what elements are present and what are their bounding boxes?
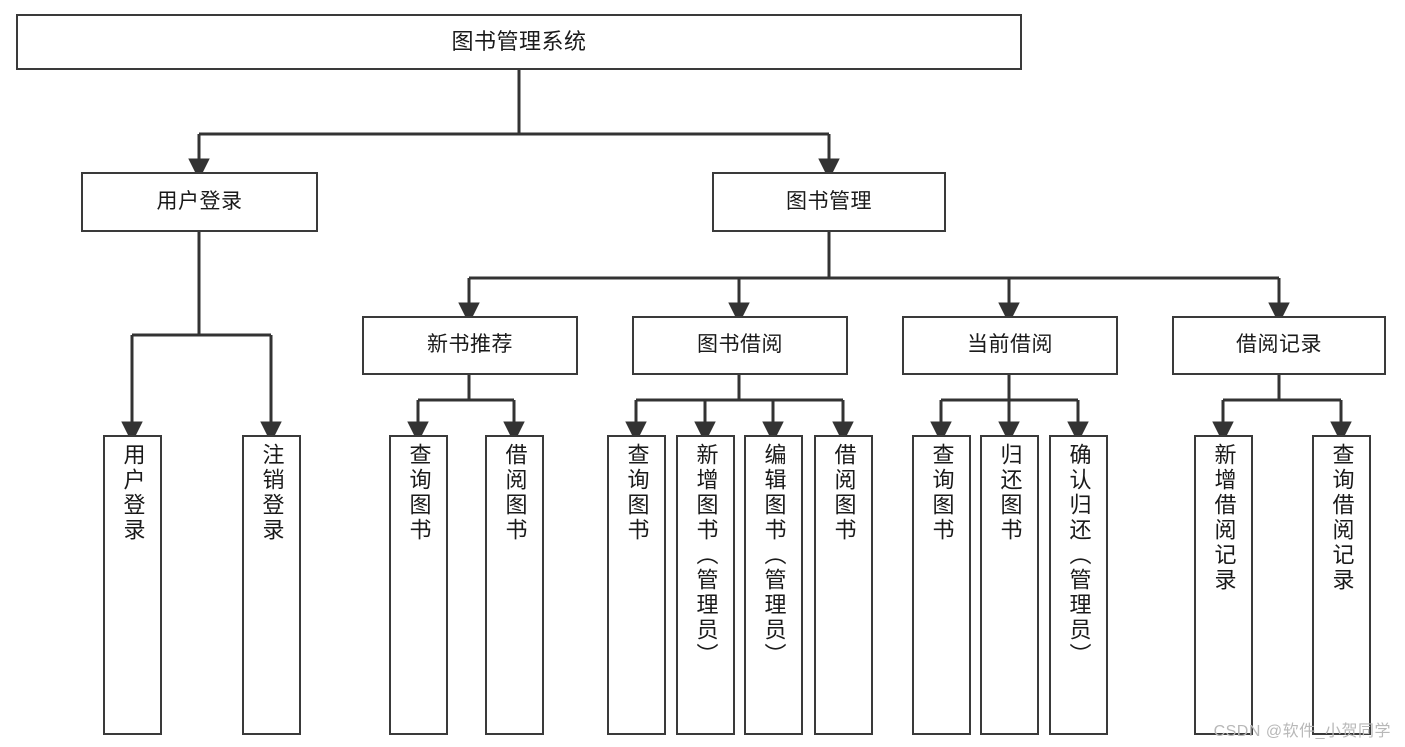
node-book-borrow[interactable]: 图书借阅 <box>632 316 848 375</box>
node-label: 编辑图书（管理员） <box>761 443 787 668</box>
node-label: 查询借阅记录 <box>1329 443 1355 593</box>
node-leaf-query-books-3[interactable]: 查询图书 <box>912 435 971 735</box>
node-new-book-recommend[interactable]: 新书推荐 <box>362 316 578 375</box>
node-current-borrow[interactable]: 当前借阅 <box>902 316 1118 375</box>
node-label: 确认归还（管理员） <box>1066 443 1092 668</box>
node-label: 新增图书（管理员） <box>693 443 719 668</box>
node-leaf-borrow-books-2[interactable]: 借阅图书 <box>814 435 873 735</box>
node-label: 注销登录 <box>259 443 285 543</box>
node-label: 借阅图书 <box>831 443 857 543</box>
node-leaf-query-books-1[interactable]: 查询图书 <box>389 435 448 735</box>
node-leaf-confirm-return[interactable]: 确认归还（管理员） <box>1049 435 1108 735</box>
watermark-text: CSDN @软件_小贺同学 <box>1213 723 1391 740</box>
node-leaf-return-book[interactable]: 归还图书 <box>980 435 1039 735</box>
node-label: 借阅记录 <box>1236 333 1322 357</box>
node-label: 用户登录 <box>156 189 243 213</box>
node-leaf-borrow-books-1[interactable]: 借阅图书 <box>485 435 544 735</box>
node-label: 图书借阅 <box>697 333 783 357</box>
node-label: 图书管理系统 <box>451 29 587 55</box>
node-label: 查询图书 <box>929 443 955 543</box>
node-leaf-user-login[interactable]: 用户登录 <box>103 435 162 735</box>
node-leaf-query-books-2[interactable]: 查询图书 <box>607 435 666 735</box>
node-label: 查询图书 <box>406 443 432 543</box>
node-user-login[interactable]: 用户登录 <box>81 172 318 232</box>
node-label: 图书管理 <box>786 189 872 213</box>
node-leaf-add-borrow-record[interactable]: 新增借阅记录 <box>1194 435 1253 735</box>
node-leaf-logout-login[interactable]: 注销登录 <box>242 435 301 735</box>
node-label: 查询图书 <box>624 443 650 543</box>
node-book-management[interactable]: 图书管理 <box>712 172 946 232</box>
node-root-book-management-system[interactable]: 图书管理系统 <box>16 14 1022 70</box>
node-leaf-edit-book[interactable]: 编辑图书（管理员） <box>744 435 803 735</box>
node-label: 新书推荐 <box>427 333 513 357</box>
node-label: 用户登录 <box>120 443 146 543</box>
node-label: 借阅图书 <box>502 443 528 543</box>
node-label: 归还图书 <box>997 443 1023 543</box>
node-leaf-add-book[interactable]: 新增图书（管理员） <box>676 435 735 735</box>
node-borrow-record[interactable]: 借阅记录 <box>1172 316 1386 375</box>
node-leaf-query-borrow-record[interactable]: 查询借阅记录 <box>1312 435 1371 735</box>
node-label: 新增借阅记录 <box>1211 443 1237 593</box>
node-label: 当前借阅 <box>967 333 1053 357</box>
